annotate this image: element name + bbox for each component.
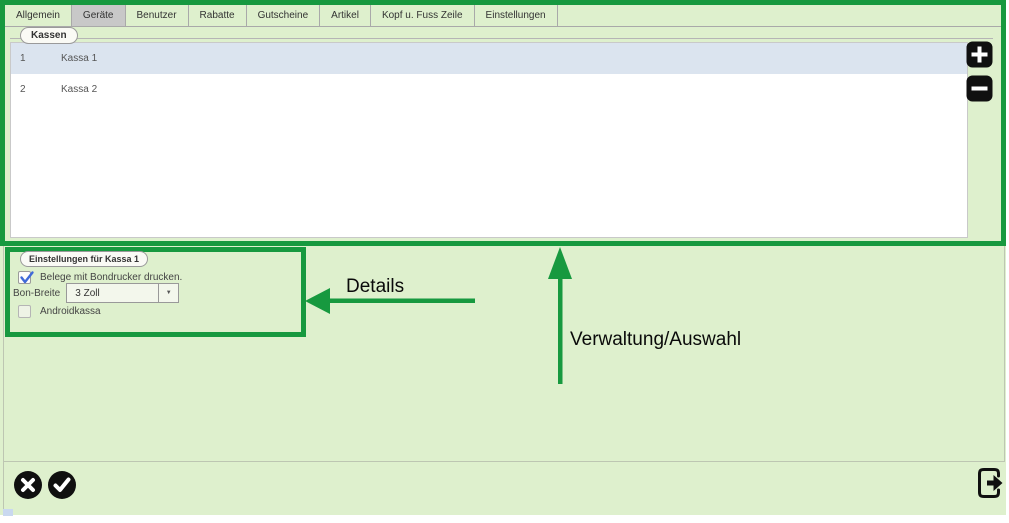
tab-rabatte[interactable]: Rabatte <box>189 5 247 26</box>
kassa-row-2[interactable]: 2 Kassa 2 <box>11 74 967 105</box>
chevron-down-icon[interactable]: ▼ <box>158 284 179 302</box>
kassa-settings-region: Einstellungen für Kassa 1 Belege mit Bon… <box>5 247 306 337</box>
annotation-details-label: Details <box>346 276 405 297</box>
exit-icon <box>975 468 1005 504</box>
tab-geraete[interactable]: Geräte <box>71 5 126 26</box>
cancel-button[interactable] <box>13 470 43 500</box>
remove-kassa-button[interactable] <box>966 75 993 102</box>
kassen-list: 1 Kassa 1 2 Kassa 2 <box>10 42 968 238</box>
bon-breite-select[interactable]: 3 Zoll ▼ <box>66 283 180 303</box>
details-panel <box>3 246 1005 462</box>
kassa-row-name: Kassa 1 <box>61 53 98 64</box>
confirm-button[interactable] <box>47 470 77 500</box>
action-bar <box>3 462 1005 515</box>
kassa-row-number: 2 <box>20 84 26 95</box>
kassa-row-1[interactable]: 1 Kassa 1 <box>11 43 967 74</box>
kassa-settings-legend: Einstellungen für Kassa 1 <box>20 251 149 267</box>
kassa-row-number: 1 <box>20 53 26 64</box>
androidkassa-option: Androidkassa <box>18 305 101 318</box>
tab-artikel[interactable]: Artikel <box>320 5 371 26</box>
kassen-management-region: Allgemein Geräte Benutzer Rabatte Gutsch… <box>0 0 1006 246</box>
minus-icon <box>966 75 993 105</box>
bon-breite-option: Bon-Breite 3 Zoll ▼ <box>13 283 180 303</box>
print-receipts-option: Belege mit Bondrucker drucken. <box>18 271 182 284</box>
exit-button[interactable] <box>975 465 1005 501</box>
tab-gutscheine[interactable]: Gutscheine <box>247 5 321 26</box>
x-circle-icon <box>13 471 43 503</box>
tab-benutzer[interactable]: Benutzer <box>126 5 189 26</box>
kassen-group-legend: Kassen <box>20 27 78 44</box>
tab-allgemein[interactable]: Allgemein <box>5 5 72 26</box>
tab-kopf-fuss-zeile[interactable]: Kopf u. Fuss Zeile <box>371 5 475 26</box>
settings-tabbar: Allgemein Geräte Benutzer Rabatte Gutsch… <box>5 5 1001 27</box>
androidkassa-checkbox[interactable] <box>18 305 31 318</box>
tab-einstellungen[interactable]: Einstellungen <box>475 5 558 26</box>
bon-breite-label: Bon-Breite <box>13 287 61 299</box>
androidkassa-label: Androidkassa <box>40 306 101 317</box>
plus-icon <box>966 41 993 71</box>
bon-breite-value: 3 Zoll <box>75 287 100 299</box>
add-kassa-button[interactable] <box>966 41 993 68</box>
check-icon <box>20 271 34 284</box>
annotation-verwaltung-label: Verwaltung/Auswahl <box>570 329 742 350</box>
kassa-row-name: Kassa 2 <box>61 84 98 95</box>
scrollbar-corner <box>3 509 13 516</box>
kassen-group-border <box>10 38 993 39</box>
print-receipts-checkbox[interactable] <box>18 271 34 284</box>
print-receipts-label: Belege mit Bondrucker drucken. <box>40 272 183 283</box>
check-circle-icon <box>47 471 77 503</box>
